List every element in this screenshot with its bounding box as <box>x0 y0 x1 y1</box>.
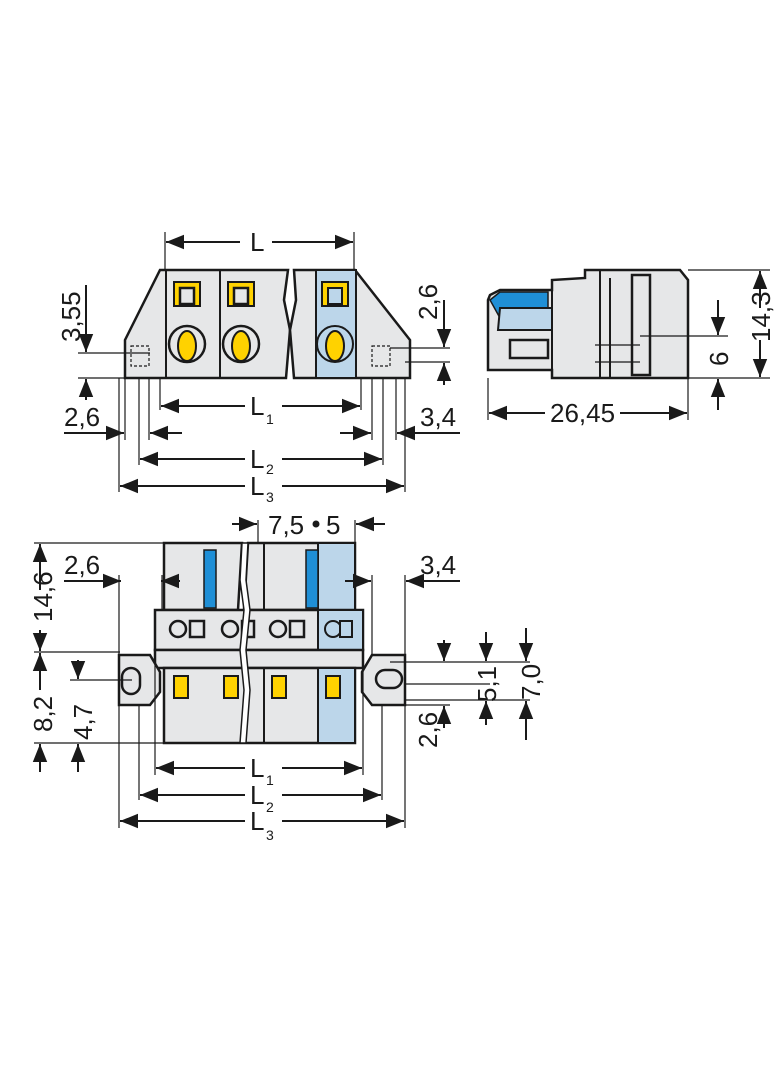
dim-right-c-label: 2,6 <box>413 712 443 748</box>
dim-pitch-b-label: 5 <box>326 510 340 540</box>
side-view: 26,45 14,3 6 <box>486 268 776 428</box>
dim-pitch-a-label: 7,5 <box>268 510 304 540</box>
dim-L1-label: L <box>250 391 264 421</box>
front-view: 7,5 5 2,6 3,4 14,6 8,2 4,7 <box>28 510 546 843</box>
front-dim-left-offset-label: 2,6 <box>64 550 100 580</box>
break-line <box>239 542 251 744</box>
dim-height-bottom-label: 8,2 <box>28 696 58 732</box>
svg-text:3: 3 <box>266 489 274 505</box>
front-dim-L3-label: L <box>250 806 264 836</box>
clamp-icon <box>173 675 189 699</box>
dim-right-b-label: 7,0 <box>516 664 546 700</box>
top-housing-left <box>123 268 292 380</box>
dim-length-label: 26,45 <box>550 398 615 428</box>
front-dim-L1-label: L <box>250 753 264 783</box>
lever-icon <box>203 549 217 609</box>
clamp-icon <box>271 675 287 699</box>
wire-entry-icon <box>177 330 197 362</box>
screw-hole-icon <box>120 666 142 696</box>
dim-right-a-label: 5,1 <box>472 666 502 702</box>
dim-left-offset-label: 2,6 <box>64 402 100 432</box>
dim-height-left-label: 3,55 <box>56 291 86 342</box>
dim-height-top-label: 14,6 <box>28 571 58 622</box>
svg-text:1: 1 <box>266 411 274 427</box>
svg-text:1: 1 <box>266 772 274 788</box>
front-dim-right-offset-label: 3,4 <box>420 550 456 580</box>
svg-text:3: 3 <box>266 827 274 843</box>
clamp-icon <box>325 675 341 699</box>
dim-L2-label: L <box>250 444 264 474</box>
dim-height-right-label: 2,6 <box>413 284 443 320</box>
wire-entry-icon <box>325 330 345 362</box>
dim-height-label: 14,3 <box>746 291 776 342</box>
clamp-icon <box>223 675 239 699</box>
dim-L-label: L <box>250 227 264 257</box>
dim-mid-label: 6 <box>704 352 734 366</box>
svg-text:2: 2 <box>266 461 274 477</box>
dim-right-offset-label: 3,4 <box>420 402 456 432</box>
front-dim-L2-label: L <box>250 780 264 810</box>
top-view: L L 1 2,6 3,4 L 2 L 3 <box>56 227 460 505</box>
wire-entry-icon <box>231 330 251 362</box>
screw-hole-icon <box>374 668 404 690</box>
dim-height-inner-label: 4,7 <box>68 704 98 740</box>
lever-icon <box>305 549 319 609</box>
openings-row <box>168 619 353 639</box>
dim-L3-label: L <box>250 471 264 501</box>
svg-text:2: 2 <box>266 799 274 815</box>
